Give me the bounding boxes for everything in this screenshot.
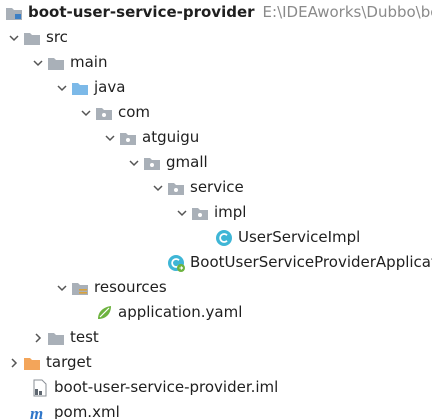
tree-label-atguigu: atguigu [142,128,200,146]
package-icon [190,200,210,225]
tree-row-service[interactable]: service [0,175,432,200]
package-icon [142,150,162,175]
tree-label-iml-file: boot-user-service-provider.iml [54,378,279,396]
tree-label-user-service-impl: UserServiceImpl [238,228,361,246]
yaml-spring-icon [94,300,114,325]
chevron-down-icon[interactable] [78,100,94,125]
chevron-down-icon[interactable] [150,175,166,200]
chevron-down-icon[interactable] [54,275,70,300]
tree-label-service: service [190,178,244,196]
tree-row-application-yaml[interactable]: application.yaml [0,300,432,325]
maven-pom-icon: m [30,400,50,419]
tree-row-src[interactable]: src [0,25,432,50]
tree-row-iml-file[interactable]: boot-user-service-provider.iml [0,375,432,400]
tree-row-target[interactable]: target [0,350,432,375]
tree-row-pom[interactable]: m pom.xml [0,400,432,419]
resources-folder-icon [70,275,90,300]
tree-label-application-yaml: application.yaml [118,303,243,321]
tree-label-main: main [70,53,108,71]
chevron-down-icon[interactable] [30,50,46,75]
tree-label-target: target [46,353,92,371]
chevron-down-icon[interactable] [54,75,70,100]
tree-label-java: java [94,78,126,96]
tree-row-application-class[interactable]: BootUserServiceProviderApplicat [0,250,432,275]
tree-row-main[interactable]: main [0,50,432,75]
module-folder-icon [4,0,24,25]
tree-label-pom: pom.xml [54,403,120,419]
tree-label-impl: impl [214,203,247,221]
package-icon [166,175,186,200]
tree-row-user-service-impl[interactable]: UserServiceImpl [0,225,432,250]
chevron-right-icon[interactable] [6,350,22,375]
tree-row-gmall[interactable]: gmall [0,150,432,175]
folder-icon [22,25,42,50]
project-name: boot-user-service-provider [28,3,255,21]
package-icon [118,125,138,150]
tree-row-impl[interactable]: impl [0,200,432,225]
tree-row-com[interactable]: com [0,100,432,125]
folder-icon [46,325,66,350]
chevron-down-icon[interactable] [6,25,22,50]
package-icon [94,100,114,125]
tree-row-test[interactable]: test [0,325,432,350]
tree-label-application-class: BootUserServiceProviderApplicat [190,253,432,271]
tree-row-java[interactable]: java [0,75,432,100]
tree-row-project-root[interactable]: boot-user-service-provider E:\IDEAworks\… [0,0,432,25]
iml-file-icon [30,375,50,400]
tree-row-atguigu[interactable]: atguigu [0,125,432,150]
folder-icon [46,50,66,75]
chevron-down-icon[interactable] [102,125,118,150]
tree-label-src: src [46,28,68,46]
tree-label-com: com [118,103,151,121]
spring-boot-class-icon [166,250,186,275]
tree-label-resources: resources [94,278,167,296]
tree-label-test: test [70,328,99,346]
excluded-folder-icon [22,350,42,375]
svg-text:m: m [30,405,43,419]
tree-row-resources[interactable]: resources [0,275,432,300]
source-root-folder-icon [70,75,90,100]
chevron-down-icon[interactable] [126,150,142,175]
tree-label-gmall: gmall [166,153,208,171]
project-path: E:\IDEAworks\Dubbo\boot [262,3,432,21]
class-icon [214,225,234,250]
chevron-right-icon[interactable] [30,325,46,350]
chevron-down-icon[interactable] [174,200,190,225]
